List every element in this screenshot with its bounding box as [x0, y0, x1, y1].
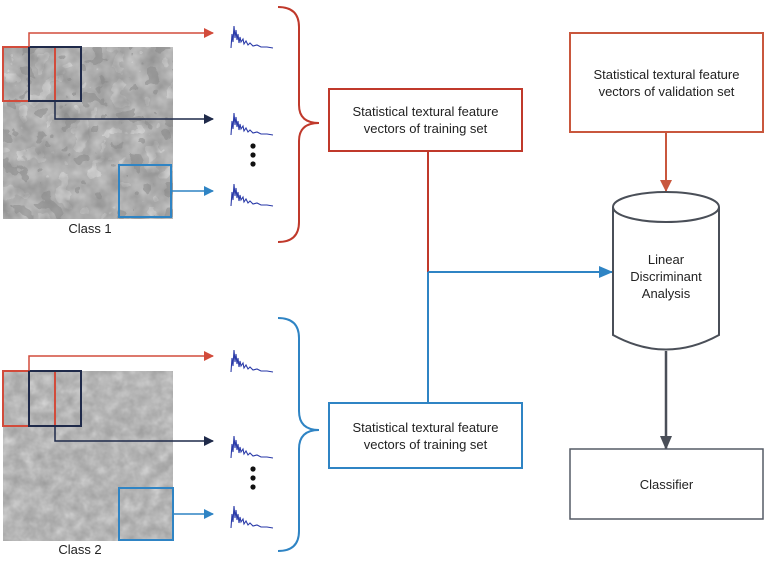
class1-ellipsis — [250, 143, 256, 167]
class2-brace — [277, 317, 320, 552]
validation-line2: vectors of validation set — [598, 83, 735, 99]
lda-cylinder — [612, 191, 720, 351]
training-top-line2: vectors of training set — [363, 121, 488, 136]
class1-brace — [277, 6, 320, 243]
class2-spectrum-2 — [230, 435, 274, 459]
class2-spectrum-3 — [230, 505, 274, 529]
training-box-top — [328, 88, 523, 152]
lda-text: Linear Discriminant Analysis — [613, 246, 719, 306]
class2-ellipsis — [250, 466, 256, 490]
class1-label: Class 1 — [68, 221, 112, 236]
class2-label: Class 2 — [58, 542, 102, 557]
training-top-line1: Statistical textural feature — [352, 104, 499, 119]
classifier-box — [569, 448, 764, 520]
class1-navy-arrow — [54, 101, 214, 124]
lda-line1: Linear — [647, 251, 685, 267]
class2-tissue-image — [3, 371, 173, 541]
class1-spectrum-1 — [230, 25, 274, 49]
lda-line2: Discriminant — [630, 268, 702, 284]
class2-red-arrow — [28, 351, 214, 371]
validation-line1: Statistical textural feature — [593, 66, 740, 82]
class1-spectrum-3 — [230, 183, 274, 207]
validation-box — [569, 32, 764, 133]
classifier-text: Classifier — [639, 476, 694, 492]
training-box-bottom-text: Statistical textural feature vectors of … — [329, 403, 522, 468]
class1-tissue-image — [3, 47, 173, 219]
training-box-top-text: Statistical textural feature vectors of … — [329, 89, 522, 151]
lda-line3: Analysis — [641, 285, 691, 301]
class1-spectrum-2 — [230, 112, 274, 136]
class2-spectrum-1 — [230, 349, 274, 373]
training-bottom-line2: vectors of training set — [363, 436, 488, 452]
class1-red-arrow — [28, 28, 214, 47]
training-box-bottom — [328, 402, 523, 469]
validation-box-text: Statistical textural feature vectors of … — [570, 33, 763, 132]
training-bottom-line1: Statistical textural feature — [352, 419, 499, 435]
class2-navy-arrow — [54, 426, 214, 446]
